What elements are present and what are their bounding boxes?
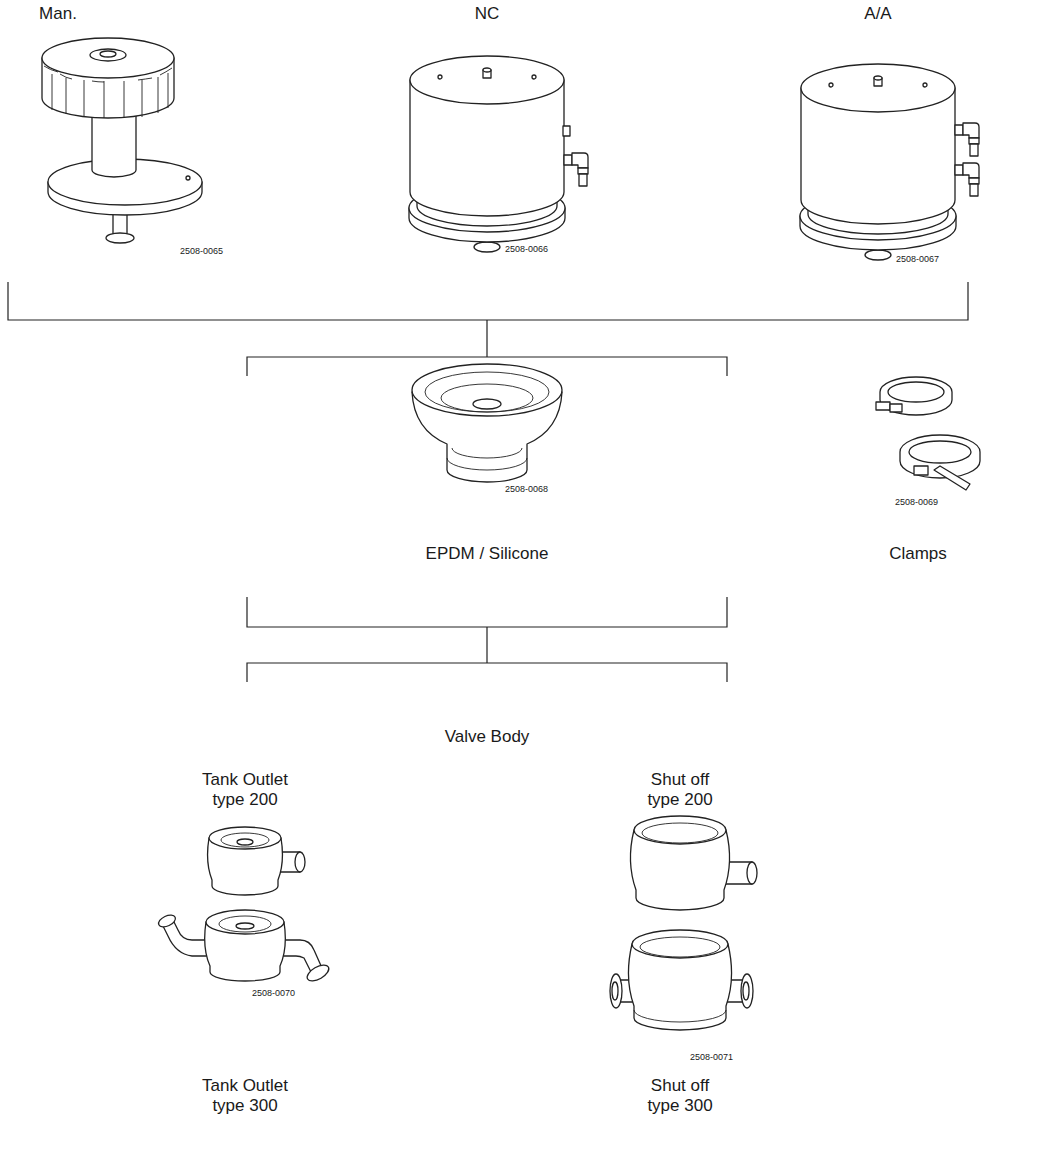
part-name: EPDM / Silicone [387, 544, 587, 564]
part-number: 2508-0070 [252, 988, 295, 999]
actuator-name: NC [447, 4, 527, 24]
part-name: Clamps [863, 544, 973, 564]
actuator-name: A/A [838, 4, 918, 24]
body-type-name: Shut off type 200 [635, 770, 725, 811]
actuator-name: Man. [18, 4, 98, 24]
body-type-name: Shut off type 300 [635, 1076, 725, 1117]
part-number: 2508-0068 [505, 484, 548, 495]
part-number: 2508-0065 [180, 246, 223, 257]
part-number: 2508-0069 [895, 497, 938, 508]
body-type-name: Tank Outlet type 200 [190, 770, 300, 811]
body-type-name: Tank Outlet type 300 [190, 1076, 300, 1117]
group-name: Valve Body [407, 727, 567, 747]
part-number: 2508-0066 [505, 244, 548, 255]
part-number: 2508-0067 [896, 254, 939, 265]
part-number: 2508-0071 [690, 1052, 733, 1063]
